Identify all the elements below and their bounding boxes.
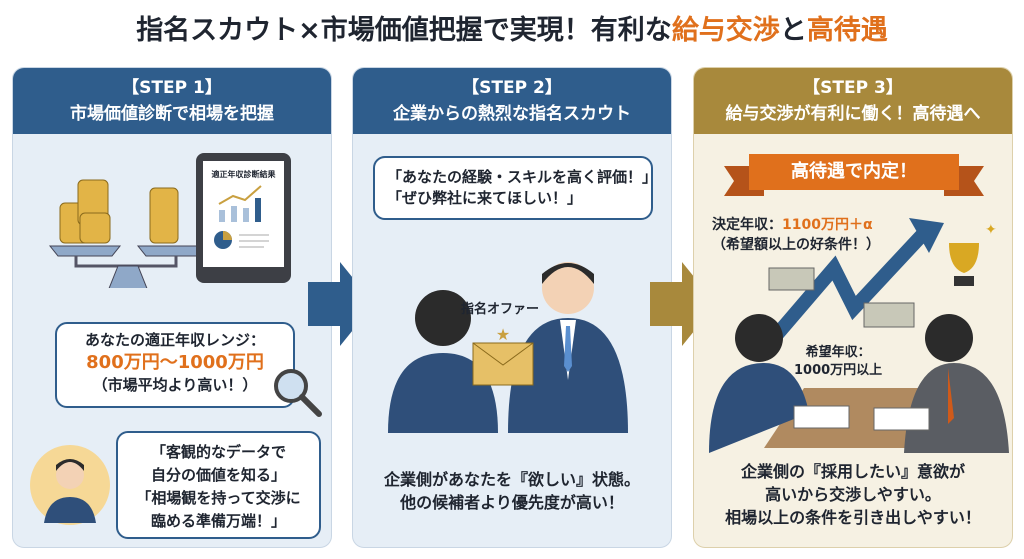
- caption-line: 企業側の『採用したい』意欲が: [740, 462, 965, 481]
- arrow-right-icon: [650, 262, 716, 346]
- quote-line: 「あなたの経験・スキルを高く評価！」: [387, 168, 658, 186]
- step-heading: 市場価値診断で相場を把握: [70, 104, 274, 124]
- salary-range-bubble: あなたの適正年収レンジ： 800万円〜1000万円 （市場平均より高い！）: [55, 322, 295, 408]
- caption-line: 企業側があなたを『欲しい』状態。: [383, 470, 640, 489]
- quote-line: 「ぜひ弊社に来てほしい！」: [387, 189, 583, 207]
- step-1-panel: 【STEP 1】 市場価値診断で相場を把握 適正年収診断結果 あなたの適正年収レ…: [12, 67, 332, 548]
- person-avatar: [30, 445, 110, 525]
- magnifier-icon: [274, 369, 322, 417]
- scout-illustration: ★: [388, 262, 628, 433]
- range-note: （市場平均より高い！）: [92, 376, 258, 394]
- banner-text: 高待遇で内定！: [791, 161, 917, 182]
- title-text: と: [779, 15, 807, 46]
- quote-line: 臨める準備万端！」: [150, 512, 286, 530]
- step-1-header: 【STEP 1】 市場価値診断で相場を把握: [13, 68, 331, 134]
- step-3-caption: 企業側の『採用したい』意欲が 高いから交渉しやすい。 相場以上の条件を引き出しや…: [694, 460, 1012, 529]
- sparkle-icon: ✦: [985, 222, 997, 238]
- caption-line: 相場以上の条件を引き出しやすい！: [725, 508, 981, 527]
- range-label: あなたの適正年収レンジ：: [84, 331, 265, 349]
- step-label: 【STEP 1】: [122, 78, 222, 98]
- title-highlight: 給与交渉: [671, 15, 780, 46]
- caption-line: 他の候補者より優先度が高い！: [400, 493, 624, 512]
- range-value: 800万円〜1000万円: [86, 352, 264, 373]
- final-note: （希望額以上の好条件！）: [712, 237, 880, 253]
- quote-line: 「相場観を持って交渉に: [136, 489, 301, 507]
- final-label: 決定年収：: [712, 217, 782, 233]
- svg-text:★: ★: [496, 325, 510, 344]
- step-heading: 企業からの熱烈な指名スカウト: [393, 104, 631, 124]
- step-3-header: 【STEP 3】 給与交渉が有利に働く！高待遇へ: [694, 68, 1012, 134]
- desired-salary: 希望年収： 1000万円以上: [794, 344, 882, 380]
- negotiation-illustration: ✦: [709, 218, 1009, 453]
- desired-line: 1000万円以上: [794, 363, 883, 378]
- quote-bubble: 「客観的なデータで 自分の価値を知る」 「相場観を持って交渉に 臨める準備万端！…: [116, 431, 321, 539]
- page-title: 指名スカウト×市場価値把握で実現！有利な給与交渉と高待遇: [0, 8, 1024, 47]
- chart-icon: [213, 185, 269, 249]
- scale-coins-icon: [48, 179, 198, 288]
- title-highlight: 高待遇: [806, 15, 888, 46]
- quote-line: 「客観的なデータで: [150, 443, 286, 461]
- final-value: 1100万円＋α: [782, 217, 873, 233]
- caption-line: 高いから交渉しやすい。: [765, 485, 941, 504]
- ribbon-banner: [724, 154, 984, 196]
- title-text: 指名スカウト×市場価値把握で実現！有利な: [136, 15, 672, 46]
- offer-label: 指名オファー: [461, 302, 540, 317]
- step-2-caption: 企業側があなたを『欲しい』状態。 他の候補者より優先度が高い！: [353, 468, 671, 514]
- step-2-header: 【STEP 2】 企業からの熱烈な指名スカウト: [353, 68, 671, 134]
- step-2-panel: 【STEP 2】 企業からの熱烈な指名スカウト 「あなたの経験・スキルを高く評価…: [352, 67, 672, 548]
- arrow-right-icon: [308, 262, 374, 346]
- scout-quote-bubble: 「あなたの経験・スキルを高く評価！」 「ぜひ弊社に来てほしい！」: [373, 156, 658, 220]
- step-label: 【STEP 3】: [803, 78, 903, 98]
- step-3-panel: 【STEP 3】 給与交渉が有利に働く！高待遇へ 高待遇で内定！ ✦ 決定年収：…: [693, 67, 1013, 548]
- step-label: 【STEP 2】: [462, 78, 562, 98]
- tablet: 適正年収診断結果: [196, 153, 291, 283]
- quote-line: 自分の価値を知る」: [150, 466, 286, 484]
- tablet-title: 適正年収診断結果: [211, 170, 276, 179]
- step-heading: 給与交渉が有利に働く！高待遇へ: [725, 104, 981, 124]
- final-salary: 決定年収：1100万円＋α （希望額以上の好条件！）: [712, 215, 880, 255]
- desired-line: 希望年収：: [805, 345, 871, 360]
